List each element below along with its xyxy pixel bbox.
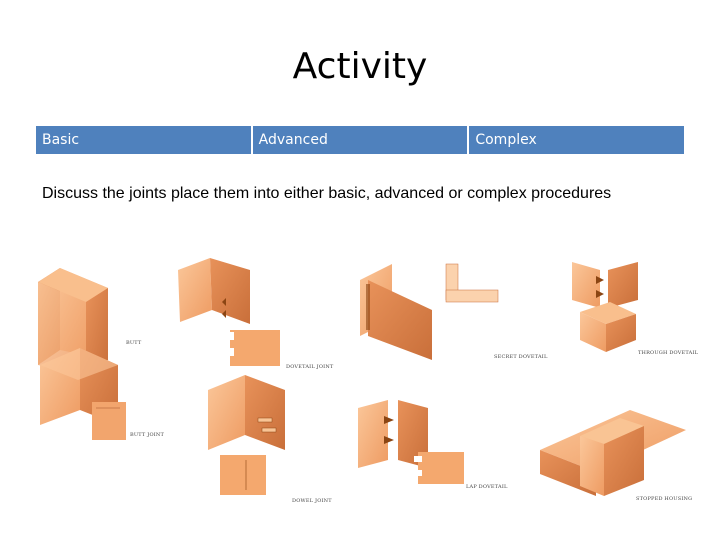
caption-stopped-housing: STOPPED HOUSING	[636, 496, 693, 502]
caption-dowel: DOWEL JOINT	[292, 498, 332, 504]
caption-secret-dovetail: SECRET DOVETAIL	[494, 354, 548, 360]
instruction-text: Discuss the joints place them into eithe…	[42, 185, 612, 202]
caption-butt-corner: BUTT JOINT	[130, 432, 165, 438]
dovetail-joint-image	[178, 258, 280, 366]
category-header-row: Basic Advanced Complex	[36, 126, 685, 154]
butt-corner-joint-image	[40, 348, 126, 440]
column-advanced: Advanced	[252, 126, 470, 154]
caption-through-dovetail: THROUGH DOVETAIL	[638, 350, 699, 356]
secret-dovetail-image	[360, 263, 499, 360]
caption-butt: BUTT	[126, 340, 142, 346]
through-dovetail-image	[572, 262, 638, 352]
page-title: Activity	[292, 46, 428, 87]
dowel-joint-image	[208, 375, 285, 495]
caption-dovetail: DOVETAIL JOINT	[286, 364, 334, 370]
lap-dovetail-image	[358, 400, 464, 484]
stopped-housing-image	[540, 410, 686, 496]
joint-illustrations	[38, 258, 686, 496]
column-basic: Basic	[36, 126, 253, 154]
column-complex: Complex	[469, 126, 685, 154]
caption-lap-dovetail: LAP DOVETAIL	[466, 484, 508, 490]
